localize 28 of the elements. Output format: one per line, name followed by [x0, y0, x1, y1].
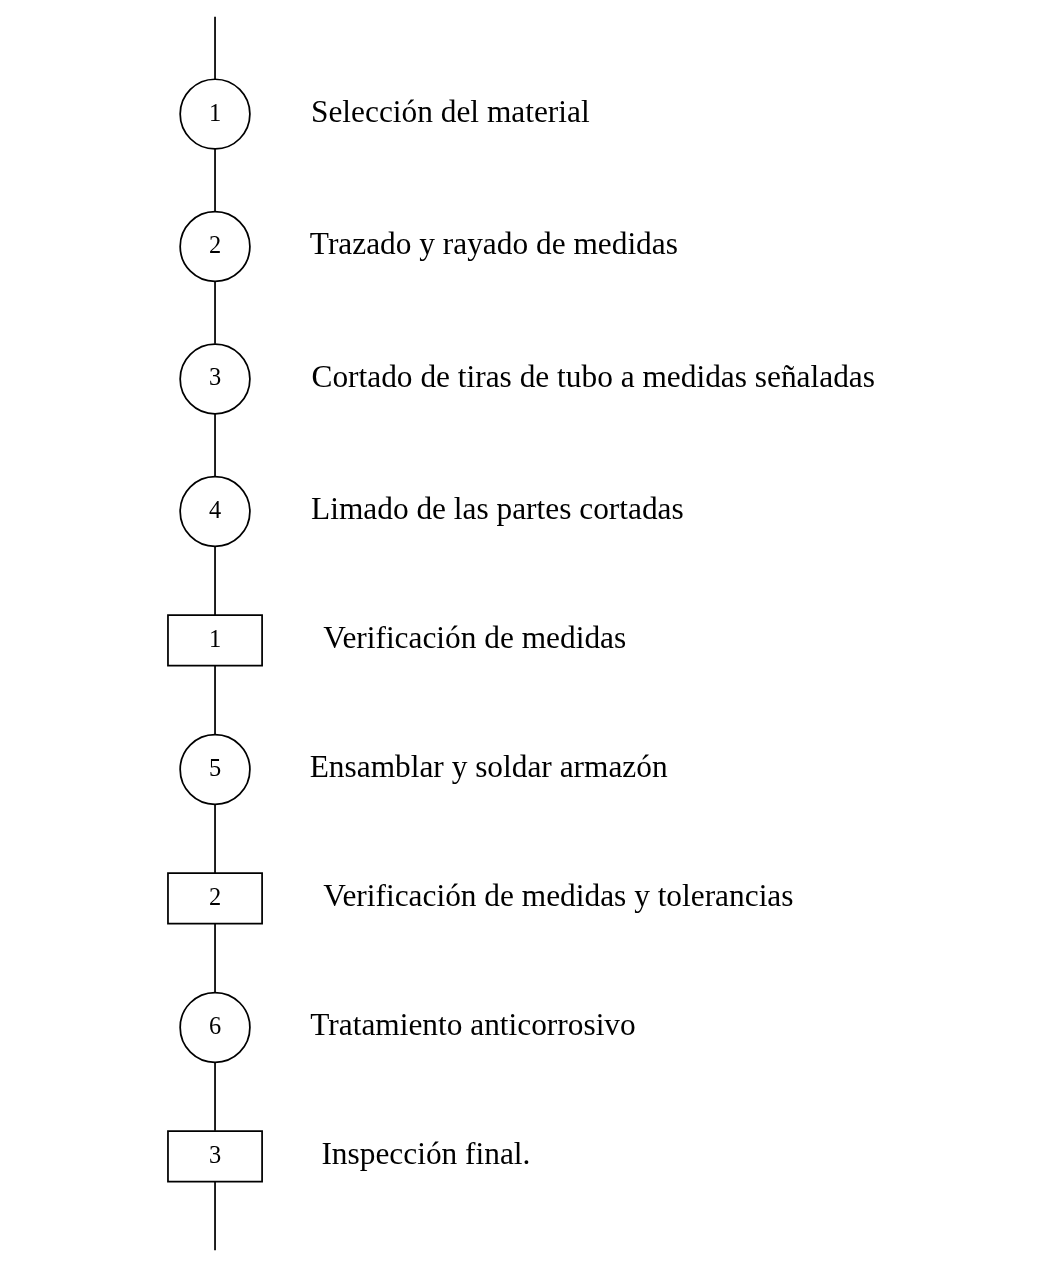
connector [213, 1061, 216, 1132]
node-circle: 1 [178, 78, 251, 150]
node-box: 1 [166, 614, 263, 667]
node-circle: 3 [178, 343, 251, 415]
connector [213, 922, 216, 994]
node-circle: 4 [178, 475, 251, 548]
node-circle: 5 [178, 733, 251, 806]
connector [213, 803, 216, 874]
node-label: Selección del material [310, 93, 590, 129]
node-label: Inspección final. [320, 1136, 530, 1172]
node-label: Tratamiento anticorrosivo [309, 1007, 636, 1043]
connector [213, 280, 216, 345]
node-circle: 2 [178, 210, 251, 283]
connector [213, 15, 216, 80]
node-box: 3 [166, 1130, 263, 1183]
connector [213, 664, 216, 736]
node-box: 2 [166, 872, 263, 925]
connector [213, 148, 216, 213]
node-label: Ensamblar y soldar armazón [309, 749, 668, 785]
node-circle: 6 [178, 991, 251, 1064]
connector [213, 413, 216, 478]
node-label: Limado de las partes cortadas [310, 491, 684, 527]
connector [213, 1181, 216, 1252]
node-label: Verificación de medidas y tolerancias [322, 878, 793, 914]
connector [213, 546, 216, 616]
node-label: Trazado y rayado de medidas [309, 226, 678, 262]
node-label: Verificación de medidas [322, 620, 626, 656]
node-label: Cortado de tiras de tubo a medidas señaladas [311, 358, 875, 394]
